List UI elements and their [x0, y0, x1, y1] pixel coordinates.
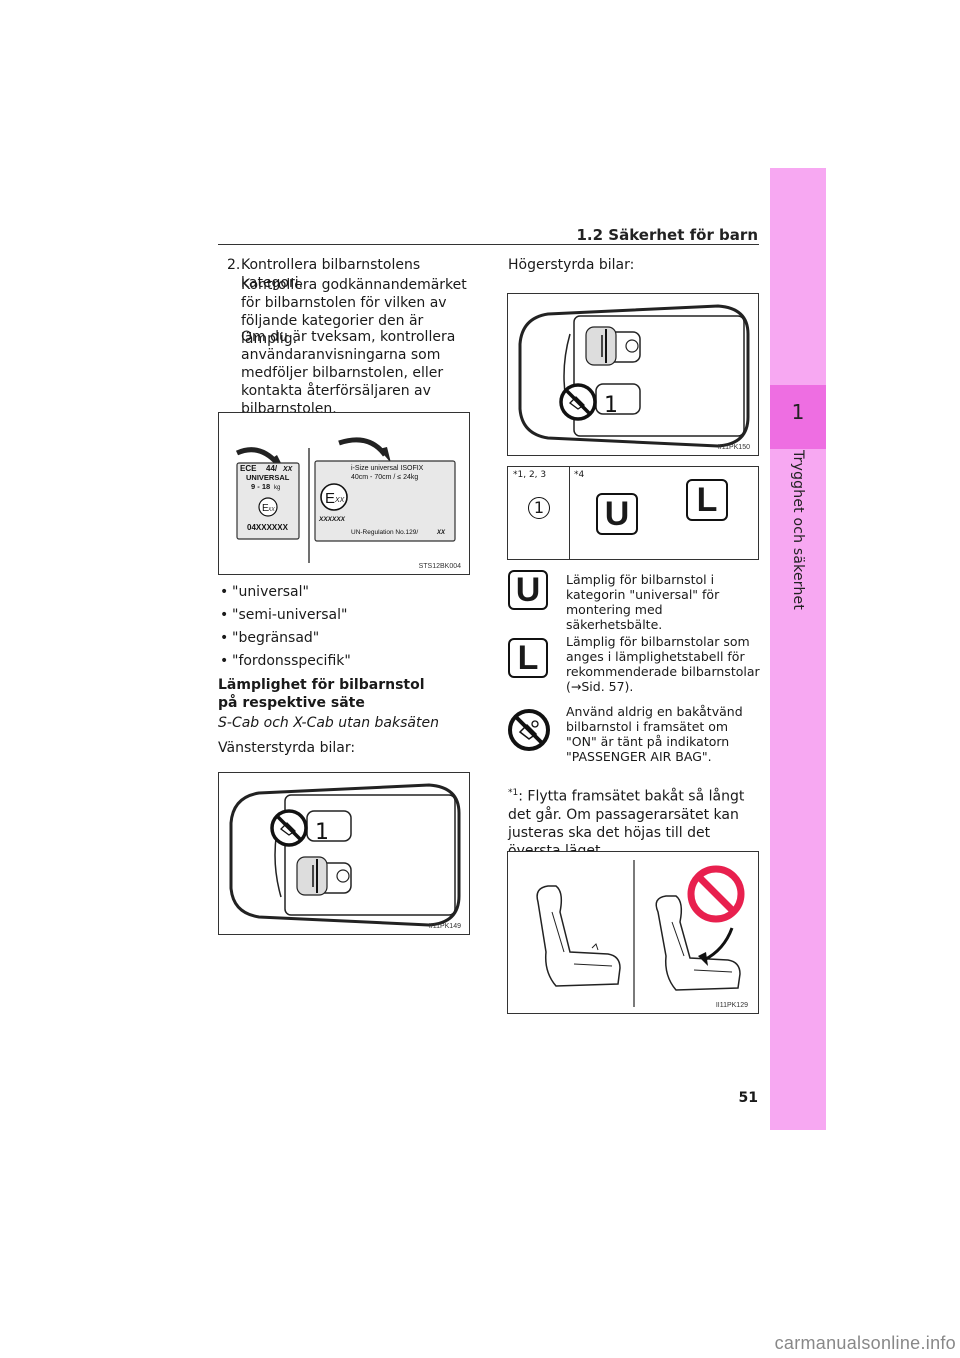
legend-airbag-text: Använd aldrig en bakåtvänd bil­barnstol … — [566, 704, 743, 764]
approval-label-drawing: ECE 44/ XX UNIVERSAL 9 - 18 kg E XX 04XX… — [235, 437, 456, 563]
figure-code: II11PK150 — [717, 444, 750, 451]
table-value-limited: L — [686, 479, 728, 521]
legend-limited-symbol: L — [508, 638, 548, 678]
step-title: Kontrollera bilbarnstolens kategori. — [241, 257, 421, 291]
seat-adjust-figure: II11PK129 — [507, 851, 759, 1014]
un-regulation-text: UN-Regulation No.129/ — [351, 529, 418, 536]
bullet-item: •"semi-universal" — [220, 607, 348, 623]
lhd-seat-label: 1 — [315, 820, 329, 845]
ece-regulation-xx: XX — [282, 466, 294, 473]
lhd-car-drawing: 1 — [229, 783, 461, 927]
rhd-car-figure: 1 II11PK150 — [507, 293, 759, 456]
seat-adjust-drawing — [536, 860, 745, 1007]
table-value-seat-1: 1 — [528, 497, 550, 519]
subheading: Lämplighet för bilbarnstol på respektive… — [218, 677, 425, 711]
bullet-item: •"universal" — [220, 584, 309, 600]
ece-regulation-text: 44/ — [266, 464, 278, 473]
table-header-seat-4: *4 — [574, 470, 585, 480]
figure-code: STS12BK004 — [418, 563, 461, 570]
table-value-universal: U — [596, 493, 638, 535]
un-regulation-xx: XX — [436, 530, 446, 536]
chapter-tab-strip — [770, 168, 826, 1130]
isize-line-1: i-Size universal ISOFIX — [351, 465, 424, 472]
chapter-number-box — [770, 385, 826, 449]
bullet-item: •"begränsad" — [220, 630, 320, 646]
legend-limited-text: Lämplig för bilbarnstolar som anges i lä… — [566, 634, 760, 694]
figure-code: II11PK129 — [715, 1002, 748, 1009]
footnote: *1: Flytta framsätet bakåt så långt det … — [508, 784, 758, 860]
section-header: 1.2 Säkerhet för barn — [576, 226, 759, 244]
figure-code: II11PK149 — [428, 923, 461, 930]
rhd-label: Högerstyrda bilar: — [508, 257, 635, 273]
isize-line-2: 40cm - 70cm / ≤ 24kg — [351, 474, 418, 481]
category-text: UNIVERSAL — [246, 473, 290, 482]
lhd-label: Vänsterstyrda bilar: — [218, 740, 356, 756]
no-rear-facing-seat-icon — [508, 709, 550, 751]
step-paragraph-1: Kontrollera godkännandemärket för bilbar… — [241, 277, 467, 347]
e-mark-text: E — [262, 503, 269, 514]
weight-unit-text: kg — [274, 485, 280, 491]
table-header-seats-123: *1, 2, 3 — [513, 470, 547, 480]
table-divider — [569, 467, 570, 559]
watermark: carmanualsonline.info — [774, 1333, 956, 1353]
footnote-mark: *1 — [508, 788, 519, 798]
isize-e-mark: E — [325, 490, 335, 507]
footnote-text: : Flytta framsätet bakåt så långt det gå… — [508, 788, 745, 859]
page-number: 51 — [738, 1090, 758, 1106]
chapter-number: 1 — [791, 400, 805, 424]
approval-number-text: 04XXXXXX — [247, 523, 289, 532]
legend-universal-text: Lämplig för bilbarnstol i kategorin "uni… — [566, 572, 720, 632]
e-mark-sub: XX — [267, 507, 275, 513]
header-rule — [218, 244, 759, 245]
isize-code-text: XXXXXX — [318, 516, 346, 523]
step-number: 2. — [227, 257, 241, 273]
lhd-car-figure: 1 II11PK149 — [218, 772, 470, 935]
chapter-title: Trygghet och säkerhet — [790, 449, 806, 611]
approval-label-figure: ECE 44/ XX UNIVERSAL 9 - 18 kg E XX 04XX… — [218, 412, 470, 575]
weight-range-text: 9 - 18 — [251, 482, 270, 491]
bullet-item: •"fordonsspecifik" — [220, 653, 351, 669]
legend-universal-symbol: U — [508, 570, 548, 610]
suitability-table: *1, 2, 3 *4 1 U L — [507, 466, 759, 560]
step-paragraph-2: Om du är tveksam, kontrollera användaran… — [241, 329, 456, 417]
rhd-seat-label: 1 — [604, 393, 618, 418]
isize-e-mark-sub: XX — [334, 497, 345, 504]
cab-variant-line: S-Cab och X-Cab utan baksäten — [218, 715, 439, 731]
rhd-car-drawing: 1 — [518, 304, 750, 448]
ece-text: ECE — [240, 464, 257, 473]
